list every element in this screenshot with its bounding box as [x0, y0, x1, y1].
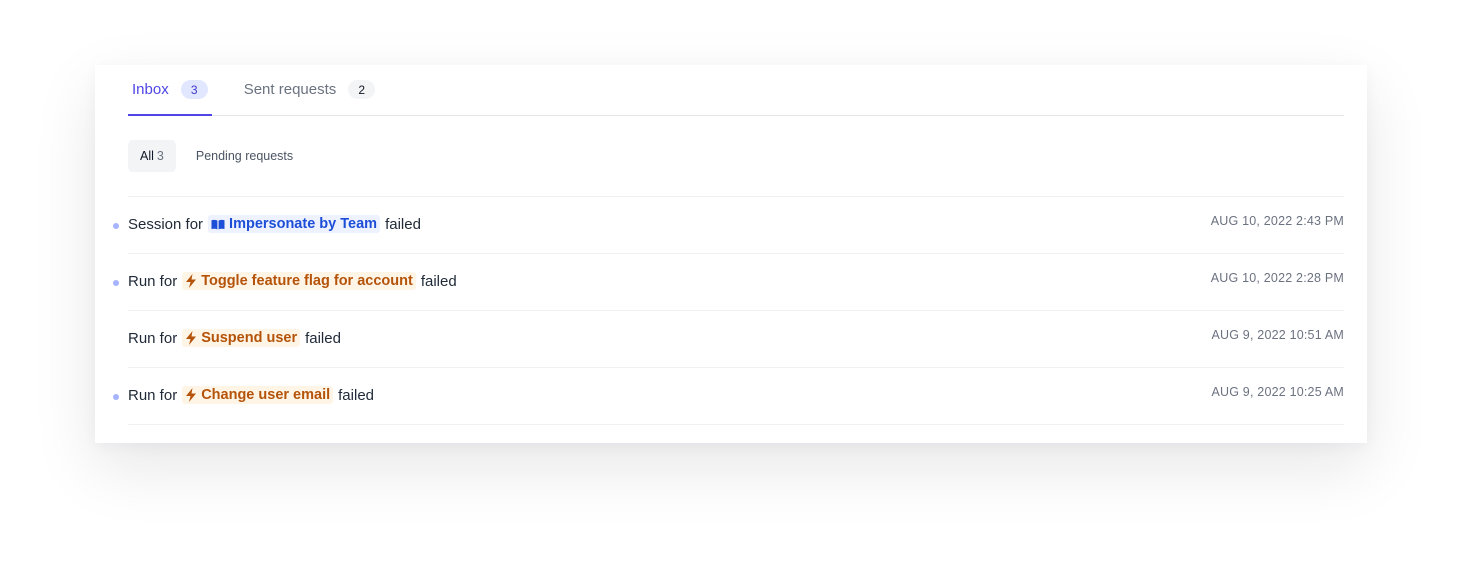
- notification-row[interactable]: Run for Change user email failed AUG 9, …: [113, 368, 1344, 425]
- bolt-icon: [186, 274, 197, 288]
- notification-row[interactable]: Session for Impersonate by Team failed A…: [113, 197, 1344, 254]
- filter-all-label: All: [140, 149, 154, 163]
- notification-text: Run for Suspend user failed: [128, 329, 341, 347]
- notification-row[interactable]: Run for Suspend user failed AUG 9, 2022 …: [128, 311, 1344, 368]
- notification-row[interactable]: Run for Toggle feature flag for account …: [113, 254, 1344, 311]
- tab-inbox-count: 3: [180, 80, 208, 99]
- notification-list: Session for Impersonate by Team failed A…: [113, 196, 1344, 425]
- filter-bar: All 3 Pending requests: [128, 140, 305, 172]
- tab-bar: Inbox 3 Sent requests 2: [128, 65, 1344, 116]
- unread-dot: [113, 394, 119, 400]
- notification-target-chip[interactable]: Impersonate by Team: [208, 215, 381, 233]
- bolt-icon: [186, 331, 197, 345]
- notification-text: Run for Change user email failed: [128, 386, 374, 404]
- unread-dot: [113, 223, 119, 229]
- notification-prefix: Session for: [128, 215, 204, 233]
- notification-timestamp: AUG 10, 2022 2:43 PM: [1210, 214, 1344, 228]
- notification-target-label: Suspend user: [201, 330, 298, 346]
- notification-timestamp: AUG 9, 2022 10:25 AM: [1211, 385, 1344, 399]
- filter-pending-label: Pending requests: [195, 149, 294, 163]
- notification-target-chip[interactable]: Suspend user: [182, 329, 301, 347]
- filter-all[interactable]: All 3: [128, 140, 176, 172]
- book-icon: [211, 219, 225, 229]
- notification-timestamp: AUG 10, 2022 2:28 PM: [1210, 271, 1344, 285]
- notification-target-chip[interactable]: Toggle feature flag for account: [182, 272, 416, 290]
- notifications-panel: Inbox 3 Sent requests 2 All 3 Pending re…: [95, 65, 1367, 443]
- notification-prefix: Run for: [128, 272, 178, 290]
- notification-prefix: Run for: [128, 386, 178, 404]
- notification-status: failed: [305, 329, 341, 347]
- notification-status: failed: [338, 386, 374, 404]
- tab-sent-requests-count: 2: [348, 80, 376, 99]
- notification-target-label: Toggle feature flag for account: [201, 273, 413, 289]
- filter-pending-requests[interactable]: Pending requests: [184, 140, 305, 172]
- tab-sent-requests-label: Sent requests: [243, 81, 337, 98]
- tab-inbox-label: Inbox: [132, 81, 169, 98]
- tab-sent-requests[interactable]: Sent requests 2: [240, 64, 380, 115]
- bolt-icon: [186, 388, 197, 402]
- notification-status: failed: [385, 215, 421, 233]
- notification-timestamp: AUG 9, 2022 10:51 AM: [1211, 328, 1344, 342]
- notification-status: failed: [420, 272, 457, 290]
- notification-target-chip[interactable]: Change user email: [182, 386, 334, 404]
- tab-inbox[interactable]: Inbox 3: [128, 64, 212, 116]
- notification-prefix: Run for: [128, 329, 178, 347]
- notification-text: Run for Toggle feature flag for account …: [128, 272, 457, 290]
- notification-target-label: Impersonate by Team: [229, 216, 378, 232]
- unread-dot: [113, 280, 119, 286]
- filter-all-count: 3: [156, 149, 164, 163]
- notification-target-label: Change user email: [201, 387, 331, 403]
- notification-text: Session for Impersonate by Team failed: [128, 215, 421, 233]
